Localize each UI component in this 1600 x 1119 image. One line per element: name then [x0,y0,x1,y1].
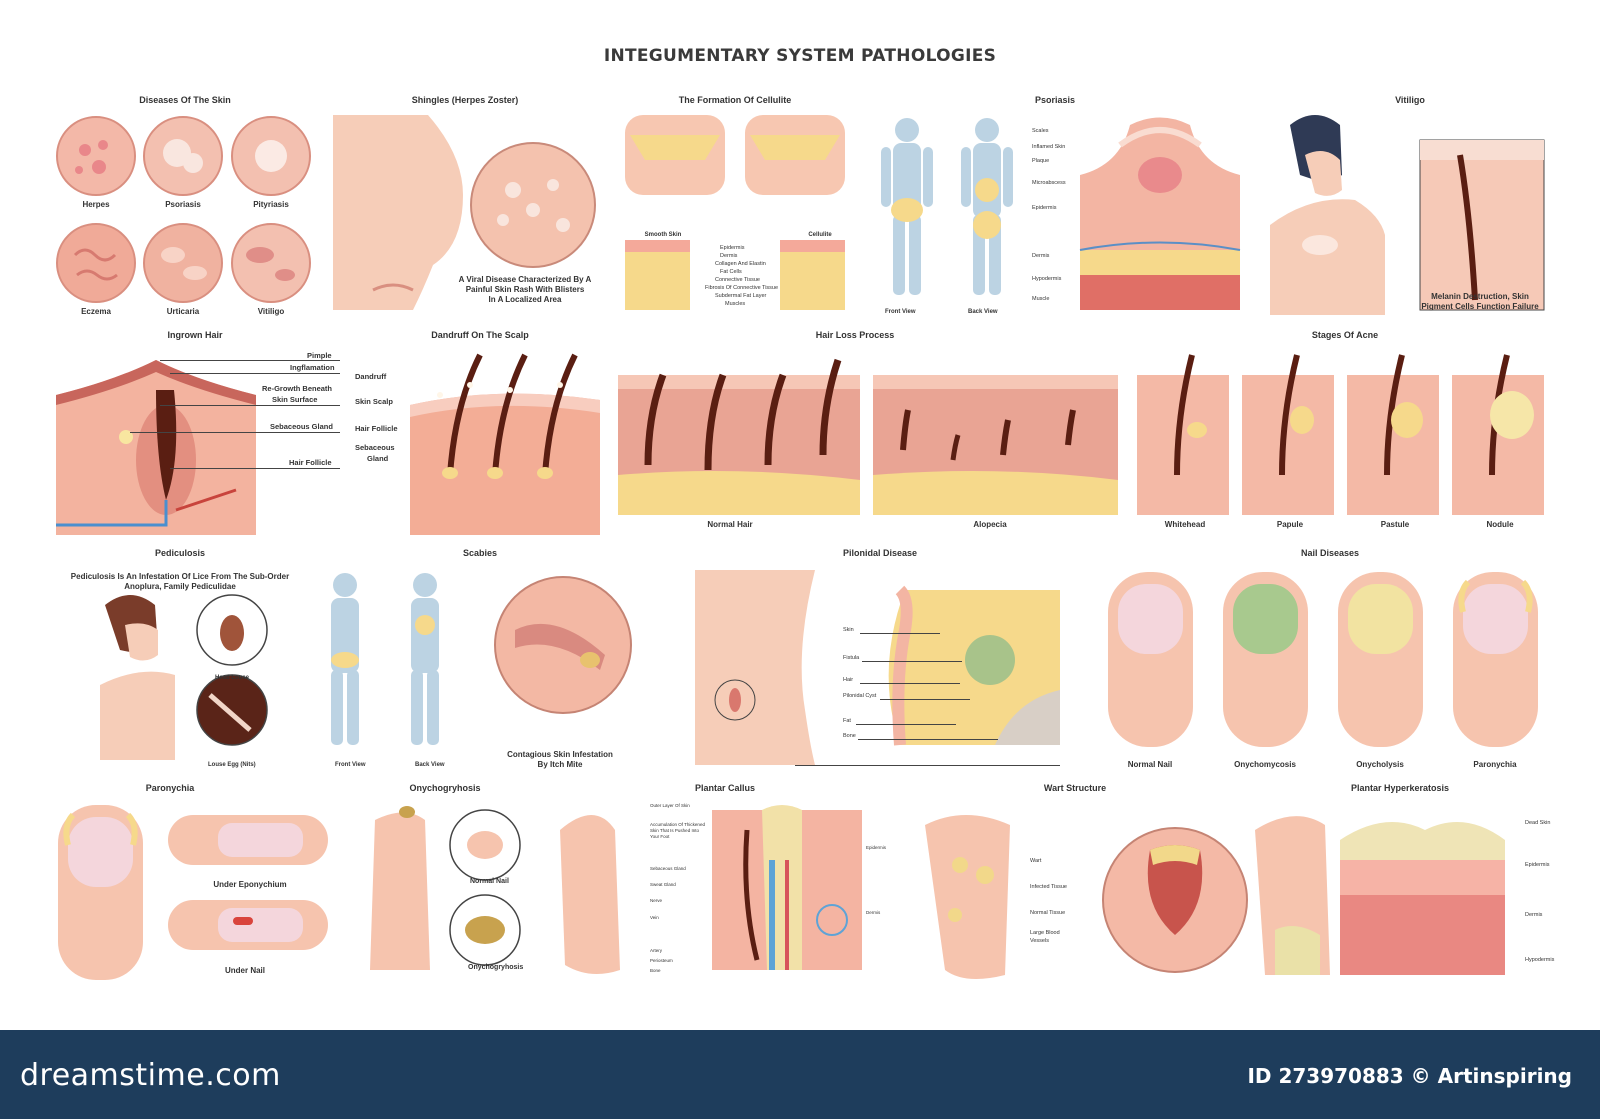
pediculosis-description: Pediculosis Is An Infestation Of Lice Fr… [70,572,290,591]
louse-egg-label: Louse Egg (Nits) [208,762,256,768]
skin-diseases-title: Diseases Of The Skin [139,95,231,105]
urticaria-label: Urticaria [166,307,200,316]
image-credit: ID 273970883 © Artinspiring [1247,1064,1572,1088]
vitiligo-title: Vitiligo [1395,95,1425,105]
body-silhouettes [881,118,1013,295]
pediculosis-illustration [100,594,268,760]
acne-title: Stages Of Acne [1311,330,1379,340]
shingles-illustration [333,115,596,310]
plantar-callus-illustration [712,805,862,970]
under-eponychium-label: Under Eponychium [213,880,287,889]
onycho-label: Onychogryhosis [468,964,524,971]
paronychia-title: Paronychia [145,783,195,793]
psoriasis-label: Psoriasis [165,200,201,209]
scabies-back-label: Back View [415,762,445,768]
hyperkeratosis-title: Plantar Hyperkeratosis [1350,783,1450,793]
shingles-title: Shingles (Herpes Zoster) [411,95,519,105]
hyperkeratosis-illustration [1255,816,1505,975]
scabies-front-label: Front View [335,762,366,768]
back-view-label: Back View [968,309,998,315]
shingles-description: A Viral Disease Characterized By A Painf… [458,275,592,304]
vitiligo-description: Melanin Destruction, Skin Pigment Cells … [1421,292,1539,311]
onycho-normal-label: Normal Nail [470,878,509,885]
wart-title: Wart Structure [1043,783,1107,793]
psoriasis-title: Psoriasis [1034,95,1076,105]
vitiligo-circle-label: Vitiligo [257,307,285,316]
ingrown-hair-title: Ingrown Hair [167,330,223,340]
pilonidal-illustration [695,570,1060,765]
hair-loss-illustration [618,358,1118,515]
hair-loss-title: Hair Loss Process [815,330,895,340]
scabies-title: Scabies [462,548,498,558]
scabies-description: Contagious Skin Infestation By Itch Mite [507,750,613,769]
cellulite-label: Cellulite [808,232,832,238]
eczema-label: Eczema [81,307,111,316]
vitiligo-illustration [1270,115,1545,315]
head-louse-label: Head Louse [215,675,250,681]
wart-illustration [925,815,1248,979]
psoriasis-illustration [1079,117,1241,310]
cellulite-title: The Formation Of Cellulite [678,95,792,105]
plantar-callus-title: Plantar Callus [694,783,756,793]
cellulite-illustration [625,115,845,310]
alopecia-label: Alopecia [973,520,1007,529]
dandruff-illustration [410,353,600,535]
dandruff-title: Dandruff On The Scalp [431,330,529,340]
nail-diseases-title: Nail Diseases [1300,548,1360,558]
pediculosis-title: Pediculosis [154,548,206,558]
page-title: INTEGUMENTARY SYSTEM PATHOLOGIES [603,46,997,66]
onychogryhosis-illustration [370,806,620,974]
nail-diseases-illustration [1108,572,1538,747]
acne-illustration [1137,354,1544,515]
footer-bar: dreamstime.com ID 273970883 © Artinspiri… [0,1030,1600,1119]
smooth-skin-label: Smooth Skin [644,232,682,238]
under-nail-label: Under Nail [224,966,265,975]
front-view-label: Front View [885,309,916,315]
herpes-label: Herpes [82,200,110,209]
onychogryhosis-title: Onychogryhosis [409,783,481,793]
ingrown-hair-illustration [56,360,256,535]
normal-hair-label: Normal Hair [707,520,753,529]
pilonidal-title: Pilonidal Disease [842,548,918,558]
pityriasis-label: Pityriasis [253,200,289,209]
skin-disease-circles [56,116,311,303]
paronychia-illustration [58,805,328,980]
scabies-illustration [331,573,632,745]
site-logo[interactable]: dreamstime.com [20,1058,281,1093]
